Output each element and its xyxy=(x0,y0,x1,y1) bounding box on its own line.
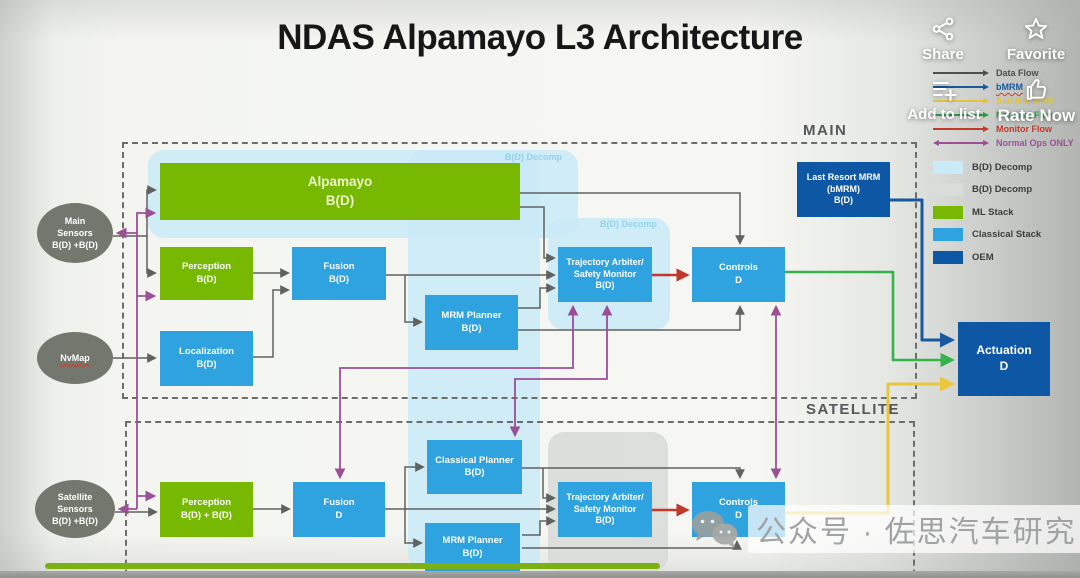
legend-flow-monitor: Monitor Flow xyxy=(933,122,1078,136)
rate-now-button[interactable]: Rate Now xyxy=(993,76,1080,126)
node-satellite-sensors: Satellite Sensors B(D) +B(D) xyxy=(35,480,115,538)
main-section-label: MAIN xyxy=(803,122,848,139)
add-to-list-label: Add to list xyxy=(907,106,981,123)
legend-stack-bd-blue: B(D) Decomp xyxy=(933,156,1078,179)
watermark: 公众号 · 佐思汽车研究 xyxy=(688,505,1080,553)
legend-stack-ml: ML Stack xyxy=(933,201,1078,224)
star-icon xyxy=(1024,18,1048,39)
node-fusion-main: Fusion B(D) xyxy=(292,247,386,300)
node-main-sensors: Main Sensors B(D) +B(D) xyxy=(37,203,113,263)
node-perception-sat: Perception B(D) + B(D) xyxy=(160,482,253,537)
player-bar xyxy=(0,571,1080,578)
favorite-label: Favorite xyxy=(1006,46,1066,63)
node-perception-main: Perception B(D) xyxy=(160,247,253,300)
node-localization: Localization B(D) xyxy=(160,331,253,386)
legend-flow-data: Data Flow xyxy=(933,66,1078,80)
legend-stack-oem: OEM xyxy=(933,246,1078,269)
legend-stack-bd-gray: B(D) Decomp xyxy=(933,179,1078,202)
wechat-icon xyxy=(692,511,738,548)
node-fusion-sat: Fusion D xyxy=(293,482,385,537)
legend-flow-nominal: Nominal Flow xyxy=(933,108,1078,122)
legend-flow-satellite-mrm: Satellite MRM xyxy=(933,94,1078,108)
satellite-section-label: SATELLITE xyxy=(806,401,901,418)
node-nvmap: NvMap xyxy=(37,332,113,384)
thumbs-up-icon xyxy=(1026,79,1047,100)
share-button[interactable]: Share xyxy=(905,16,981,63)
node-trajectory-arbiter-main: Trajectory Arbiter/ Safety Monitor B(D) xyxy=(558,247,652,302)
rate-now-label: Rate Now xyxy=(997,106,1076,125)
favorite-button[interactable]: Favorite xyxy=(995,16,1077,63)
legend-flow-normal-ops: Normal Ops ONLY xyxy=(933,136,1078,150)
legend-flow-bmrm: bMRM xyxy=(933,80,1078,94)
share-label: Share xyxy=(922,46,964,63)
share-icon xyxy=(932,17,954,41)
add-to-list-button[interactable]: Add to list xyxy=(898,78,990,123)
nvmap-label: NvMap xyxy=(60,352,90,363)
node-actuation: Actuation D xyxy=(958,322,1050,396)
node-controls-main: Controls D xyxy=(692,247,785,302)
node-mrm-planner-main: MRM Planner B(D) xyxy=(425,295,518,350)
watermark-text: 公众号 · 佐思汽车研究 xyxy=(748,505,1080,553)
node-alpamayo: Alpamayo B(D) xyxy=(160,163,520,220)
node-classical-planner: Classical Planner B(D) xyxy=(427,440,522,494)
node-last-resort-mrm: Last Resort MRM (bMRM) B(D) xyxy=(797,162,890,217)
add-to-list-icon xyxy=(932,82,956,101)
legend: Data Flow bMRM Satellite MRM Nominal Flo… xyxy=(933,66,1078,269)
video-progress-bar[interactable] xyxy=(45,563,660,569)
legend-stack-classical: Classical Stack xyxy=(933,224,1078,247)
bd-decomp-band-label: B(D) Decomp xyxy=(505,152,563,162)
page-title: NDAS Alpamayo L3 Architecture xyxy=(277,18,803,57)
node-trajectory-arbiter-sat: Trajectory Arbiter/ Safety Monitor B(D) xyxy=(558,482,652,537)
